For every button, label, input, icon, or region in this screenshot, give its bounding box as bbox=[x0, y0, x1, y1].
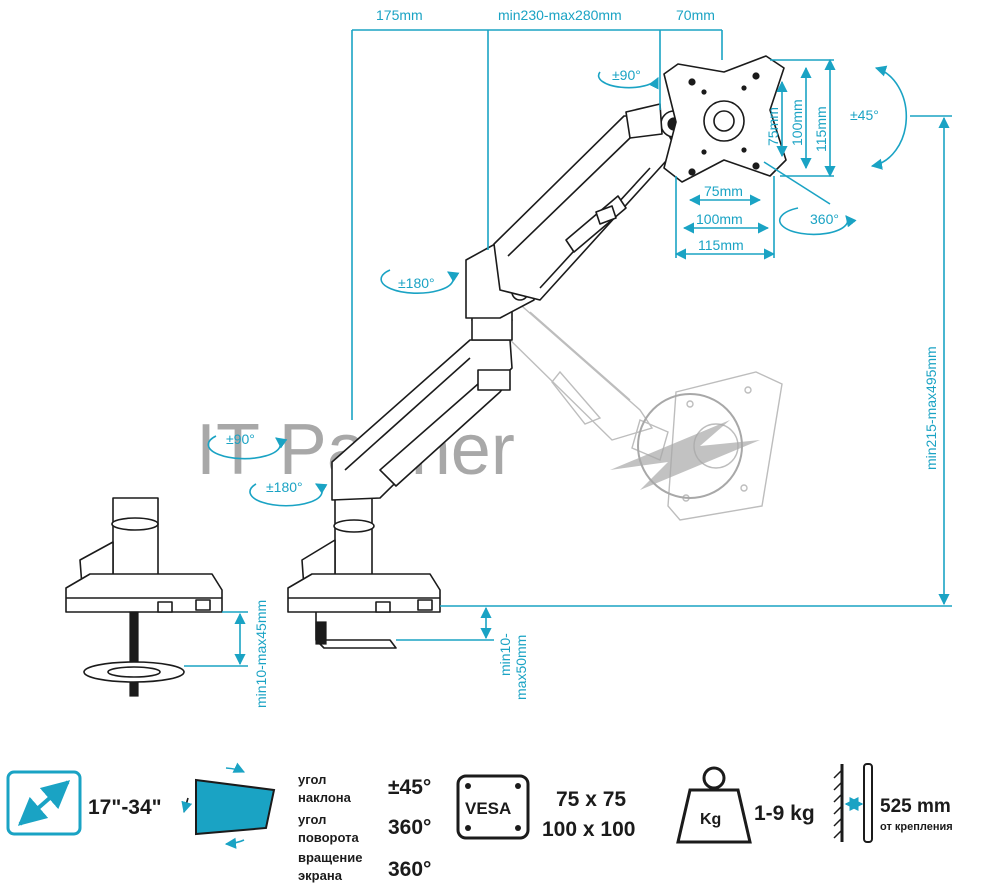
reach-value: 525 mm bbox=[880, 796, 951, 817]
weight-badge: Kg bbox=[700, 811, 721, 828]
rotation-value: 360° bbox=[388, 858, 431, 881]
diagonal-size-icon bbox=[6, 770, 82, 836]
weight-icon bbox=[676, 766, 752, 844]
vesa-75: 75 x 75 bbox=[556, 788, 626, 811]
dim-v100: 100mm bbox=[789, 99, 805, 146]
screen-size-value: 17"-34" bbox=[88, 796, 162, 819]
dim-v75: 75mm bbox=[765, 107, 781, 146]
tilt-label-2: наклона bbox=[298, 790, 352, 805]
dim-height: min215-max495mm bbox=[923, 346, 939, 470]
dim-v115: 115mm bbox=[813, 106, 829, 152]
reach-note: от крепления bbox=[880, 821, 953, 833]
dim-175: 175mm bbox=[376, 7, 423, 23]
tilt-label-1: угол bbox=[298, 772, 326, 787]
vesa-100: 100 x 100 bbox=[542, 818, 635, 841]
wall-reach-icon bbox=[833, 763, 873, 843]
swivel-label-2: поворота bbox=[298, 830, 359, 845]
dim-grommet-2: max50mm bbox=[513, 635, 529, 700]
weight-value: 1-9 kg bbox=[754, 802, 815, 825]
swivel-label-1: угол bbox=[298, 812, 326, 827]
angle-tilt: ±45° bbox=[850, 107, 879, 123]
angle-base-swivel: ±180° bbox=[266, 479, 303, 495]
monitor-arm bbox=[65, 55, 787, 697]
rotation-arrows bbox=[207, 65, 908, 507]
dim-h115: 115mm bbox=[698, 237, 744, 253]
dim-h100: 100mm bbox=[696, 211, 743, 227]
angle-head-rotate: ±90° bbox=[612, 67, 641, 83]
dim-clamp: min10-max45mm bbox=[253, 600, 269, 708]
dim-h75: 75mm bbox=[704, 183, 743, 199]
rotation-label-2: экрана bbox=[298, 868, 343, 883]
rotation-label-1: вращение bbox=[298, 850, 362, 865]
dim-70: 70mm bbox=[676, 7, 715, 23]
angle-screen-rotate: 360° bbox=[810, 211, 839, 227]
tilt-value: ±45° bbox=[388, 776, 431, 799]
ghost-arm-position bbox=[499, 298, 783, 521]
swivel-value: 360° bbox=[388, 816, 431, 839]
dim-grommet-1: min10- bbox=[497, 633, 513, 676]
angle-upper-swivel: ±180° bbox=[398, 275, 435, 291]
angle-mid-rotate: ±90° bbox=[226, 431, 255, 447]
dim-230-280: min230-max280mm bbox=[498, 7, 622, 23]
tilt-screen-icon bbox=[181, 762, 276, 849]
dimension-lines bbox=[184, 29, 952, 667]
vesa-badge: VESA bbox=[465, 799, 511, 818]
vesa-icon bbox=[456, 774, 530, 840]
